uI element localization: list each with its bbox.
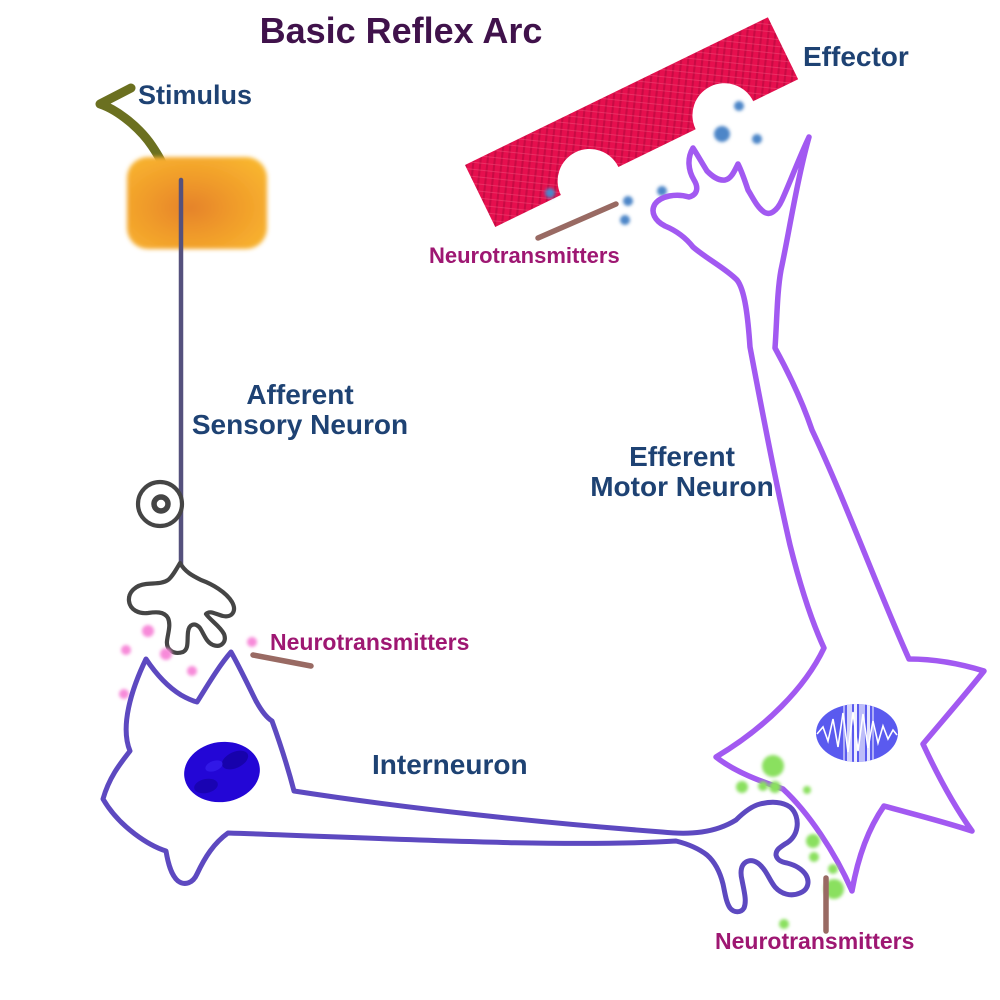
afferent-sensory-neuron-label: Afferent Sensory Neuron xyxy=(192,380,408,440)
neurotransmitter-dot xyxy=(620,215,630,225)
neurotransmitters-motor-label: Neurotransmitters xyxy=(715,928,915,954)
efferent-motor-neuron-cell xyxy=(650,134,987,894)
neurotransmitter-dot xyxy=(714,126,730,142)
neurotransmitters-effector-label: Neurotransmitters xyxy=(429,243,620,268)
receptor-patch xyxy=(127,157,267,249)
neurotransmitter-dot xyxy=(762,755,784,777)
motor-neuron-nucleus xyxy=(816,704,898,762)
neurotransmitter-dot xyxy=(824,879,844,899)
neurotransmitter-dot xyxy=(828,864,838,874)
neurotransmitter-dot xyxy=(752,134,762,144)
afferent-line1: Afferent xyxy=(246,379,354,410)
stimulus-label: Stimulus xyxy=(138,80,253,110)
efferent-motor-neuron-label: Efferent Motor Neuron xyxy=(590,442,774,502)
neurotransmitter-dot xyxy=(779,919,789,929)
neurotransmitters-sensory-label: Neurotransmitters xyxy=(270,629,470,655)
neurotransmitter-dot xyxy=(121,645,131,655)
sensory-cell-body xyxy=(135,479,185,529)
neurotransmitter-dot xyxy=(803,786,811,794)
neurotransmitter-dot xyxy=(769,781,781,793)
neurotransmitter-dot xyxy=(657,186,667,196)
neurotransmitter-dot xyxy=(545,188,555,198)
neurotransmitter-dot xyxy=(758,781,768,791)
neurotransmitter-dot xyxy=(623,196,633,206)
effector-label: Effector xyxy=(803,41,909,72)
interneuron-motor-neurotransmitter-dots xyxy=(736,755,844,929)
efferent-line2: Motor Neuron xyxy=(590,471,774,502)
effector-muscle xyxy=(465,17,799,228)
sensory-interneuron-neurotransmitter-dots xyxy=(119,625,257,699)
efferent-line1: Efferent xyxy=(629,441,735,472)
page-title: Basic Reflex Arc xyxy=(259,10,543,51)
neurotransmitter-dot xyxy=(736,781,748,793)
afferent-line2: Sensory Neuron xyxy=(191,409,409,440)
motor-effector-neurotransmitter-dots xyxy=(545,101,762,225)
neurotransmitter-dot xyxy=(119,689,129,699)
interneuron-label: Interneuron xyxy=(372,749,528,780)
nt-sensory-pointer-line xyxy=(250,652,314,669)
impulse-wave xyxy=(816,711,898,753)
neurotransmitter-dot xyxy=(142,625,154,637)
neurotransmitter-dot xyxy=(806,834,820,848)
neurotransmitter-dot xyxy=(247,637,257,647)
sensory-axon-terminal xyxy=(126,560,237,655)
neurotransmitter-dot xyxy=(809,852,819,862)
interneuron-nucleus xyxy=(184,741,260,803)
neurotransmitter-dot xyxy=(160,648,172,660)
nt-effector-pointer-line xyxy=(535,201,619,241)
neurotransmitter-dot xyxy=(187,666,197,676)
neurotransmitter-dot xyxy=(734,101,744,111)
